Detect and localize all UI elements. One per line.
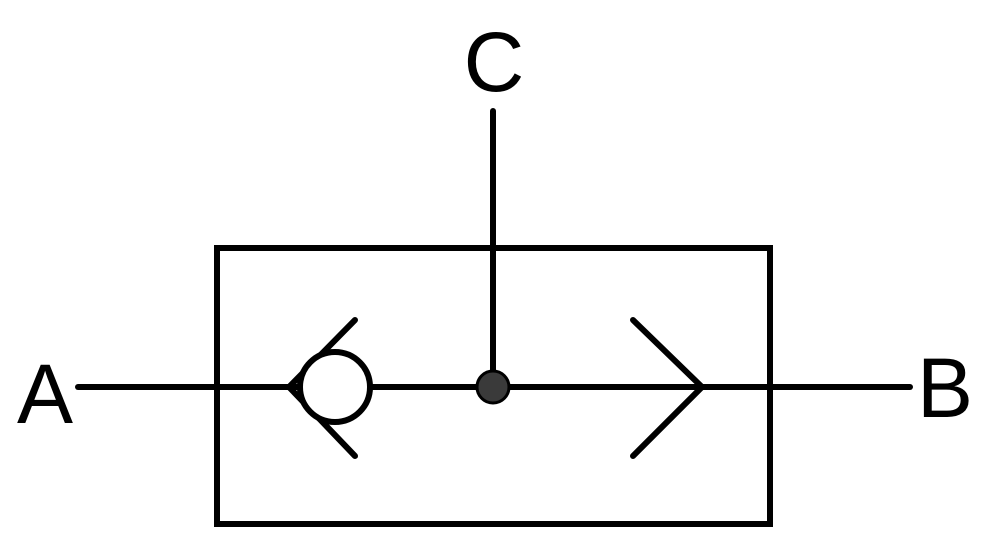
check-valve-seat xyxy=(284,317,358,459)
check-valve-ball xyxy=(297,349,373,425)
port-label-b: B xyxy=(917,341,973,435)
port-label-a: A xyxy=(17,347,73,441)
port-label-c: C xyxy=(464,15,525,109)
flow-direction-chevron xyxy=(630,317,707,459)
junction-dot xyxy=(475,369,511,405)
